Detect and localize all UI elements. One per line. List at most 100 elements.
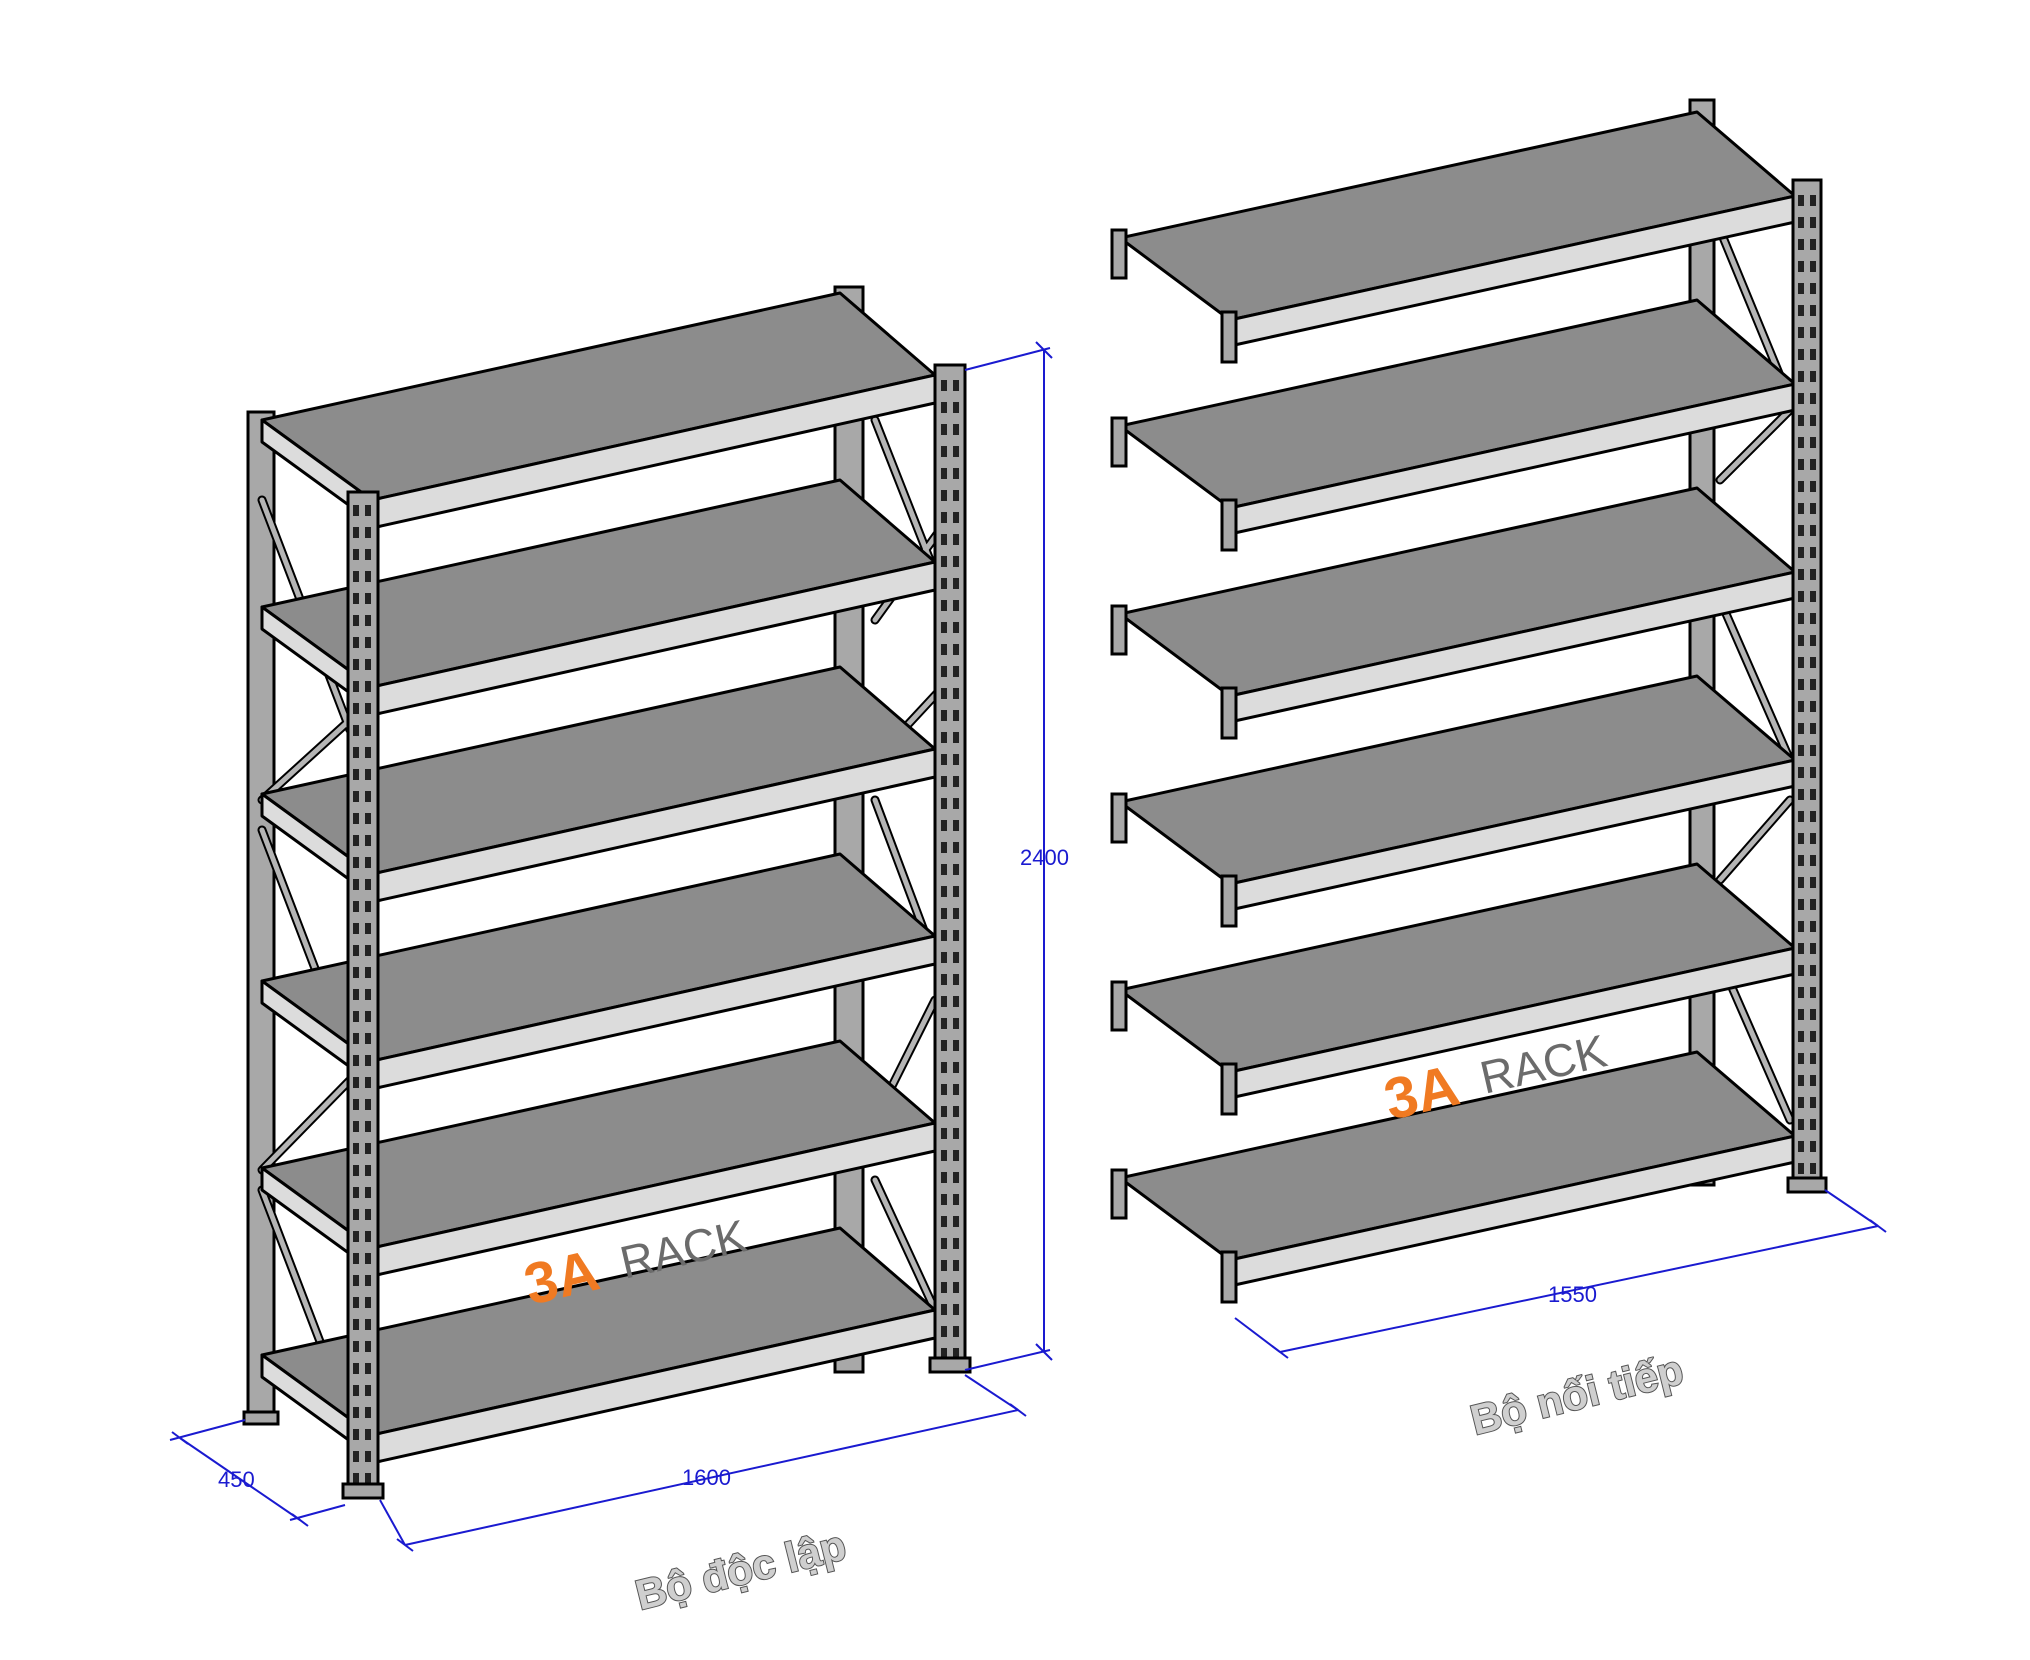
upright-hole (365, 681, 371, 692)
upright-hole (1798, 415, 1804, 426)
upright-hole (1810, 899, 1816, 910)
upright-hole (1810, 1119, 1816, 1130)
upright-hole (941, 380, 947, 391)
upright-hole (953, 1018, 959, 1029)
upright-hole (941, 842, 947, 853)
upright-hole (941, 512, 947, 523)
upright-hole (941, 1282, 947, 1293)
upright-hole (353, 1341, 359, 1352)
upright-hole (941, 974, 947, 985)
upright-hole (941, 1238, 947, 1249)
upright-hole (1810, 1097, 1816, 1108)
upright-hole (1798, 547, 1804, 558)
upright-hole (1798, 1097, 1804, 1108)
upright-hole (1810, 1053, 1816, 1064)
upright-hole (953, 1172, 959, 1183)
upright-hole (941, 1194, 947, 1205)
upright-hole (365, 659, 371, 670)
upright-hole (941, 1040, 947, 1051)
upright-hole (1810, 1031, 1816, 1042)
upright-hole (1798, 1119, 1804, 1130)
front-right-upright (933, 363, 967, 1367)
upright-hole (353, 835, 359, 846)
upright-hole (941, 490, 947, 501)
upright-hole (1810, 701, 1816, 712)
back-upright (1688, 98, 1716, 1187)
upright-hole (1810, 877, 1816, 888)
upright-hole (353, 879, 359, 890)
upright-hole (365, 747, 371, 758)
upright-hole (953, 468, 959, 479)
upright-hole (365, 989, 371, 1000)
upright-hole (1810, 459, 1816, 470)
upright-hole (365, 835, 371, 846)
upright-hole (353, 659, 359, 670)
upright-hole (1798, 855, 1804, 866)
upright-hole (953, 974, 959, 985)
upright-hole (365, 1319, 371, 1330)
upright-hole (953, 1128, 959, 1139)
upright-hole (365, 901, 371, 912)
upright-hole (1810, 503, 1816, 514)
shelf-hook (1220, 1250, 1238, 1304)
upright-hole (353, 1033, 359, 1044)
upright-hole (353, 1011, 359, 1022)
upright-hole (1810, 393, 1816, 404)
upright-hole (953, 490, 959, 501)
upright-hole (1798, 965, 1804, 976)
dimension-height: 2400 (964, 341, 1069, 1371)
upright-hole (365, 1429, 371, 1440)
upright-hole (353, 747, 359, 758)
upright-hole (941, 688, 947, 699)
upright-hole (953, 1282, 959, 1293)
upright-hole (953, 402, 959, 413)
caption-standalone: Bộ độc lập (631, 1521, 851, 1619)
upright-hole (1798, 723, 1804, 734)
upright-hole (353, 1099, 359, 1110)
upright-hole (953, 556, 959, 567)
shelf-hook (1110, 416, 1128, 468)
upright-hole (365, 1231, 371, 1242)
upright-hole (1798, 239, 1804, 250)
upright-hole (1810, 371, 1816, 382)
upright-hole (365, 879, 371, 890)
upright-hole (1798, 877, 1804, 888)
upright-hole (953, 688, 959, 699)
upright-hole (1798, 657, 1804, 668)
upright-hole (953, 710, 959, 721)
upright-hole (953, 754, 959, 765)
upright-hole (1810, 811, 1816, 822)
upright-hole (353, 1451, 359, 1462)
upright-hole (953, 776, 959, 787)
upright-hole (953, 446, 959, 457)
upright-hole (953, 622, 959, 633)
upright-hole (365, 769, 371, 780)
upright-hole (1798, 899, 1804, 910)
upright-hole (365, 1033, 371, 1044)
upright-hole (365, 945, 371, 956)
upright-hole (953, 380, 959, 391)
upright-hole (353, 1319, 359, 1330)
upright-hole (353, 1077, 359, 1088)
upright-hole (941, 1106, 947, 1117)
extension-rack (1110, 98, 1828, 1304)
upright-hole (1810, 987, 1816, 998)
upright-hole (953, 952, 959, 963)
upright-hole (1798, 437, 1804, 448)
shelf-hook (1220, 310, 1238, 364)
upright-hole (941, 1084, 947, 1095)
upright-hole (353, 527, 359, 538)
base-plate (242, 1410, 280, 1426)
upright-hole (353, 505, 359, 516)
shelf-hook (1220, 498, 1238, 552)
dimension-width-standalone: 1600 (379, 1374, 1027, 1552)
upright-hole (353, 1165, 359, 1176)
upright-hole (1798, 679, 1804, 690)
upright-hole (365, 1451, 371, 1462)
upright-hole (1798, 1075, 1804, 1086)
extension-shelves (1110, 110, 1797, 1304)
upright-hole (953, 820, 959, 831)
extension-bracing (1715, 225, 1795, 1125)
upright-hole (365, 593, 371, 604)
upright-hole (1798, 481, 1804, 492)
